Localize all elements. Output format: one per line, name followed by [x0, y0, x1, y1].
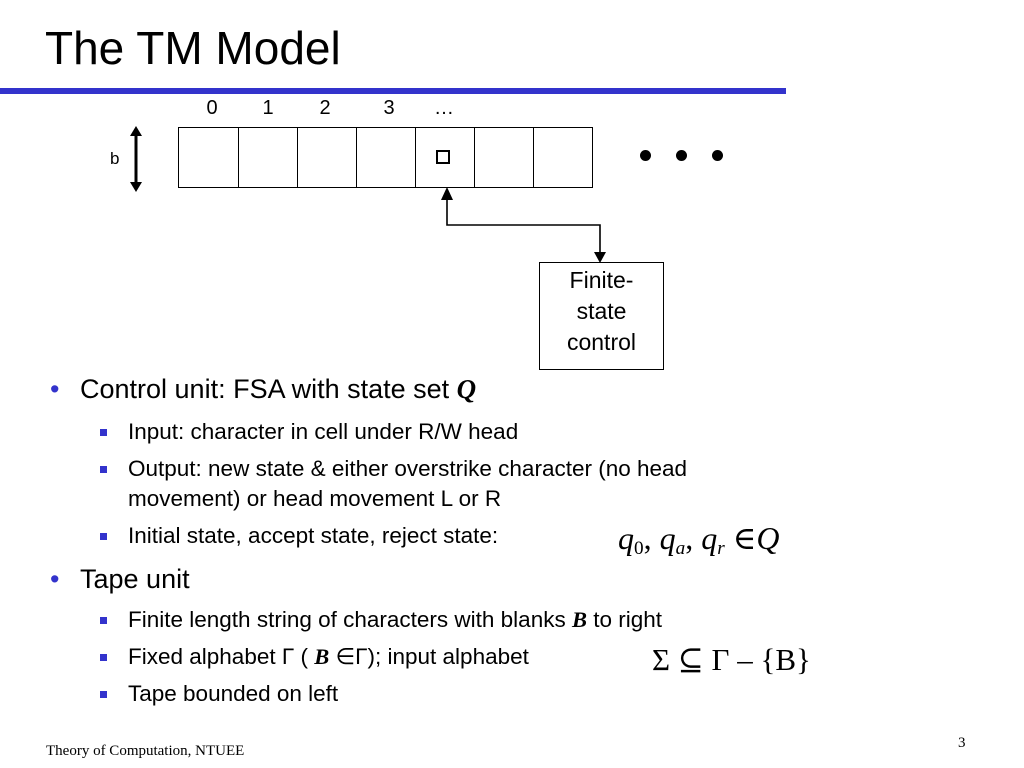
element-of-q: ∈Q	[732, 520, 780, 556]
slide-title: The TM Model	[45, 22, 341, 74]
dot-icon	[640, 150, 651, 161]
tape-index-ellipsis: …	[434, 97, 454, 119]
finite-post: to right	[586, 607, 663, 632]
fsc-line-2: state	[576, 298, 627, 324]
tape	[178, 127, 593, 188]
square-bullet-icon	[100, 654, 107, 661]
tape-continuation-dots	[636, 150, 736, 170]
q-symbol: q	[618, 520, 634, 556]
initial-text: Initial state, accept state, reject stat…	[128, 523, 499, 548]
square-bullet-icon	[100, 617, 107, 624]
blank-symbol-icon	[436, 150, 450, 164]
double-arrow-icon	[130, 126, 142, 192]
tape-cell	[534, 128, 593, 187]
bounded-text: Tape bounded on left	[128, 681, 339, 706]
sub-r: r	[717, 537, 725, 559]
finite-pre: Finite length string of characters with …	[128, 607, 572, 632]
tape-index-2: 2	[319, 97, 331, 119]
tape-cell-head	[416, 128, 475, 187]
state-set-symbol: Q	[456, 374, 477, 404]
page-number: 3	[958, 735, 966, 751]
tape-cell	[298, 128, 357, 187]
input-alphabet-formula: Σ ⊆ Γ – {B}	[652, 642, 811, 677]
bullet-dot-icon: •	[50, 374, 60, 404]
blank-b-symbol: B	[571, 607, 587, 632]
fixed-pre: Fixed alphabet Γ (	[128, 644, 315, 669]
tape-cell	[475, 128, 534, 187]
sub-a: a	[675, 537, 686, 559]
fixed-mid: ∈Γ); input alphabet	[329, 644, 529, 669]
tape-cell	[239, 128, 298, 187]
output-text-line-1: Output: new state & either overstrike ch…	[128, 456, 688, 481]
tape-bound-label: b	[110, 149, 120, 168]
dot-icon	[676, 150, 687, 161]
fixed-alphabet-text: Fixed alphabet Γ ( B ∈Γ); input alphabet	[128, 642, 529, 672]
tape-index-1: 1	[262, 97, 274, 119]
tape-unit-label: Tape unit	[80, 564, 190, 594]
fsc-line-1: Finite-	[569, 267, 634, 293]
square-bullet-icon	[100, 429, 107, 436]
finite-length-text: Finite length string of characters with …	[128, 605, 662, 635]
b-symbol: B	[314, 644, 330, 669]
state-formula: q0, qa, qr ∈Q	[618, 520, 780, 559]
finite-state-control-box: Finite- state control	[539, 262, 664, 370]
head-connector-arrow	[441, 187, 606, 263]
square-bullet-icon	[100, 466, 107, 473]
title-underline	[0, 88, 786, 94]
input-text: Input: character in cell under R/W head	[128, 419, 519, 444]
dot-icon	[712, 150, 723, 161]
tape-index-3: 3	[383, 97, 395, 119]
tape-cell	[179, 128, 239, 187]
bullet-control-unit: • Control unit: FSA with state set Q	[50, 373, 476, 405]
square-bullet-icon	[100, 533, 107, 540]
bullet-dot-icon: •	[50, 564, 60, 594]
square-bullet-icon	[100, 691, 107, 698]
footer-course: Theory of Computation, NTUEE	[46, 743, 245, 759]
sub-0: 0	[634, 537, 644, 559]
q-symbol: q	[701, 520, 718, 556]
q-symbol: q	[659, 520, 676, 556]
fsc-line-3: control	[566, 329, 637, 355]
tape-index-0: 0	[206, 97, 218, 119]
output-text-line-2: movement) or head movement L or R	[128, 486, 502, 511]
tape-cell	[357, 128, 416, 187]
control-unit-label: Control unit: FSA with state set	[80, 374, 457, 404]
bullet-tape-unit: • Tape unit	[50, 563, 190, 595]
